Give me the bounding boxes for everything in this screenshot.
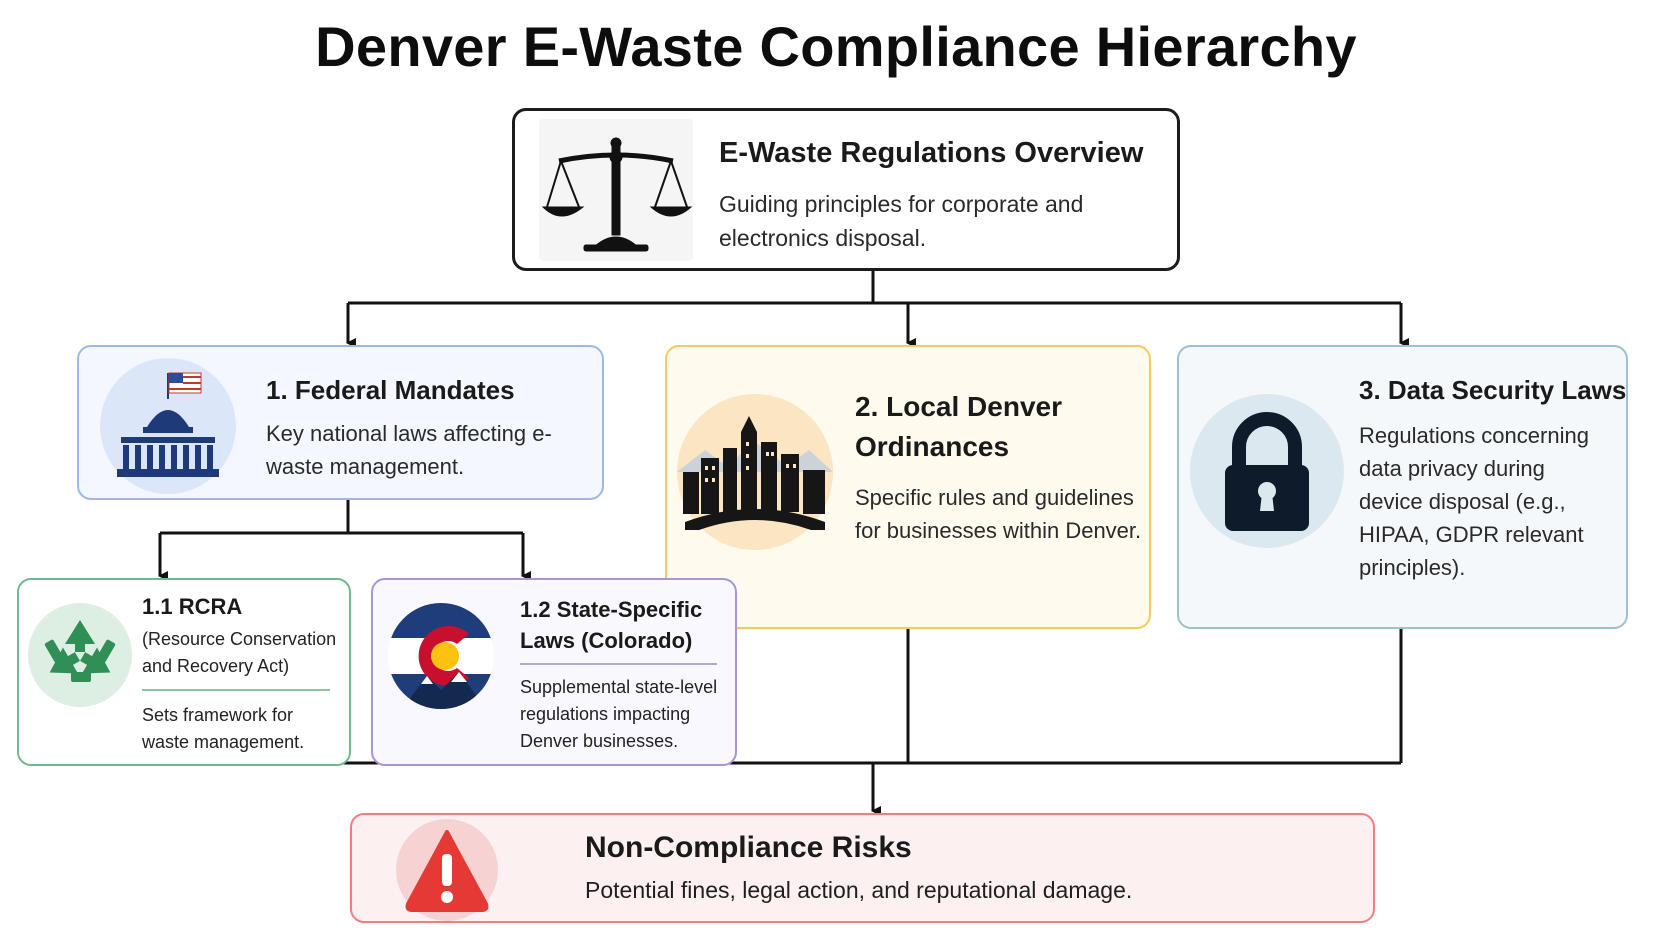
data-security-node: 3. Data Security Laws Regulations concer… <box>1177 345 1628 629</box>
federal-title: 1. Federal Mandates <box>266 375 515 405</box>
state-divider <box>520 663 717 665</box>
diagram-title: Denver E-Waste Compliance Hierarchy <box>315 15 1357 78</box>
local-title: 2. Local Denver Ordinances <box>855 391 1062 462</box>
federal-description: Key national laws affecting e-waste mana… <box>266 421 552 479</box>
warning-icon <box>394 818 500 922</box>
security-title: 3. Data Security Laws <box>1359 375 1627 405</box>
local-description: Specific rules and guidelines for busine… <box>855 485 1142 543</box>
security-description: Regulations concerning data privacy duri… <box>1359 423 1589 580</box>
rcra-subtitle: (Resource Conservation and Recovery Act) <box>142 629 337 676</box>
state-description: Supplemental state-level regulations imp… <box>520 677 718 751</box>
risks-description: Potential fines, legal action, and reput… <box>585 877 1133 903</box>
non-compliance-risks-node: Non-Compliance Risks Potential fines, le… <box>350 813 1375 923</box>
rcra-title: 1.1 RCRA <box>142 594 243 619</box>
risks-title: Non-Compliance Risks <box>585 831 912 864</box>
colorado-flag-icon <box>387 602 495 710</box>
local-ordinances-node: 2. Local Denver Ordinances Specific rule… <box>665 345 1151 629</box>
capitol-building-icon <box>99 357 237 495</box>
overview-title: E-Waste Regulations Overview <box>719 137 1144 169</box>
rcra-node: 1.1 RCRA (Resource Conservation and Reco… <box>17 578 351 766</box>
federal-mandates-node: 1. Federal Mandates Key national laws af… <box>77 345 604 500</box>
state-laws-node: 1.2 State-Specific Laws (Colorado) Suppl… <box>371 578 737 766</box>
overview-node: E-Waste Regulations Overview Guiding pri… <box>512 108 1180 271</box>
overview-description: Guiding principles for corporate and ele… <box>719 191 1084 251</box>
state-title: 1.2 State-Specific Laws (Colorado) <box>520 597 703 653</box>
rcra-description: Sets framework for waste management. <box>142 705 305 752</box>
city-skyline-icon <box>675 392 835 552</box>
padlock-icon <box>1189 393 1345 549</box>
rcra-divider <box>142 689 330 691</box>
recycle-icon <box>27 602 133 708</box>
scales-of-justice-icon <box>539 119 693 261</box>
